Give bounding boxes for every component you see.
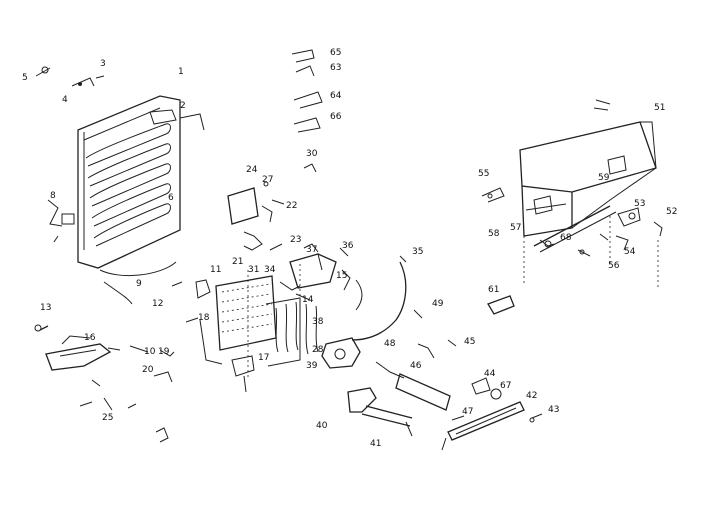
label-16: 16 [84,333,96,343]
label-54: 54 [624,247,636,257]
label-6: 6 [168,193,174,203]
label-1: 1 [178,67,184,77]
label-4: 4 [62,95,68,105]
label-17: 17 [258,353,269,363]
label-42: 42 [526,391,537,401]
label-40: 40 [316,421,328,431]
label-35: 35 [412,247,423,257]
label-20: 20 [142,365,154,375]
label-47: 47 [462,407,473,417]
top-left-screws [35,66,105,87]
center-evaporator [215,264,319,380]
label-64: 64 [330,91,342,101]
label-3: 3 [100,59,106,69]
label-19: 19 [158,347,170,357]
label-66: 66 [330,112,342,122]
center-drain-hose [347,255,457,437]
label-51: 51 [654,103,665,113]
label-49: 49 [432,299,444,309]
label-63: 63 [330,63,341,73]
label-58: 58 [488,229,500,239]
left-coil-panel [77,95,205,305]
label-15: 15 [336,271,347,281]
label-45: 45 [464,337,475,347]
label-61: 61 [488,285,499,295]
label-68: 68 [560,233,572,243]
center-pump-assembly [279,243,351,301]
label-59: 59 [598,173,610,183]
label-12: 12 [152,299,163,309]
label-31: 31 [248,265,259,275]
label-44: 44 [484,369,496,379]
label-34: 34 [264,265,276,275]
label-37: 37 [306,245,317,255]
label-9: 9 [136,279,142,289]
label-14: 14 [302,295,314,305]
part-labels: 65 63 64 66 30 1 2 3 4 5 6 8 9 10 11 12 … [22,48,677,449]
label-5: 5 [22,73,28,83]
label-46: 46 [410,361,422,371]
label-38: 38 [312,317,324,327]
label-28: 28 [312,345,324,355]
label-52: 52 [666,207,677,217]
label-24: 24 [246,165,258,175]
label-57: 57 [510,223,521,233]
label-43: 43 [548,405,559,415]
label-55: 55 [478,169,489,179]
drain-trough [34,324,121,371]
bottom-right-rail [441,295,543,451]
center-fan-motor [171,279,361,393]
label-13: 13 [40,303,51,313]
label-8: 8 [50,191,56,201]
label-30: 30 [306,149,318,159]
label-25: 25 [102,413,113,423]
label-22: 22 [286,201,297,211]
lower-left-parts [79,345,175,443]
label-67: 67 [500,381,511,391]
label-2: 2 [180,101,186,111]
label-23: 23 [290,235,301,245]
label-56a: 56 [608,261,620,271]
label-36: 36 [342,241,354,251]
label-41: 41 [370,439,381,449]
label-11: 11 [210,265,221,275]
label-65: 65 [330,48,341,58]
label-48: 48 [384,339,396,349]
label-18: 18 [198,313,210,323]
label-10: 10 [144,347,156,357]
center-control-plate [227,181,285,251]
label-21: 21 [232,257,243,267]
right-cabinet [519,99,657,286]
top-center-parts [291,49,323,173]
label-39: 39 [306,361,318,371]
right-small-parts [481,187,663,290]
label-53: 53 [634,199,645,209]
left-bracket [47,199,75,243]
label-27: 27 [262,175,273,185]
